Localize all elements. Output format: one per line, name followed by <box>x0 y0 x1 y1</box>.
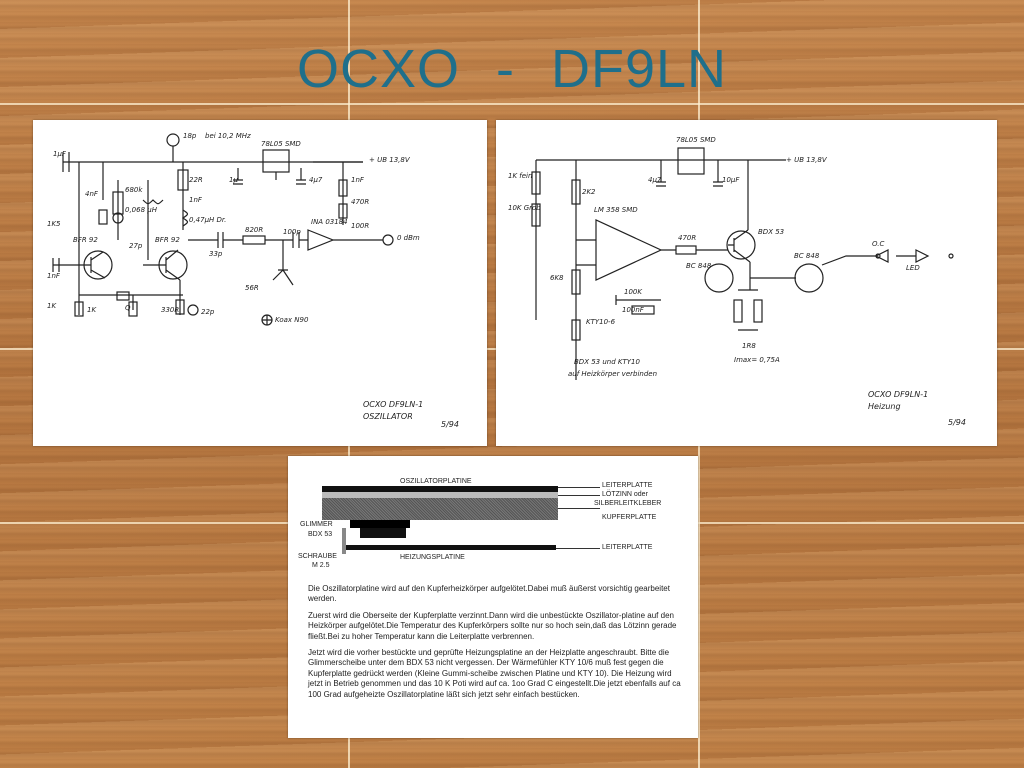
wood-seam <box>0 103 1024 105</box>
label-screw: SCHRAUBE <box>298 553 337 560</box>
solder-layer <box>322 492 558 498</box>
label-r1: 2K2 <box>582 188 596 196</box>
label-r5: 1R8 <box>742 342 756 350</box>
assembly-document: OSZILLATORPLATINE LEITERPLATTE LÖTZINN o… <box>288 456 698 738</box>
label-c5: 1µF <box>53 150 66 158</box>
oscillator-footer-sub: OSZILLATOR <box>363 412 413 421</box>
label-q2: BFR 92 <box>155 236 180 244</box>
bdx53-transistor <box>360 528 406 538</box>
heater-date: 5/94 <box>948 418 966 427</box>
label-r3: 680k <box>125 186 143 194</box>
label-r4: 100K <box>624 288 642 296</box>
label-trimmer: Koax N90 <box>275 316 309 324</box>
oscillator-schematic: 18p bei 10,2 MHz 78L05 SMD + UB 13,8V 1µ… <box>33 120 487 446</box>
label-c3: 100nF <box>622 306 644 314</box>
heater-board-layer <box>346 545 556 550</box>
label-c11: 1nF <box>47 272 60 280</box>
label-bdx53: BDX 53 <box>308 531 333 538</box>
label-r8: 1K5 <box>47 220 61 228</box>
oscillator-footer: OCXO DF9LN-1 <box>363 400 424 409</box>
title-ocxo: OCXO <box>296 39 460 99</box>
assembly-instructions: Die Oszillatorplatine wird auf den Kupfe… <box>308 584 688 706</box>
slide-title: OCXO-DF9LN <box>0 38 1024 100</box>
label-ic: INA 03184 <box>311 218 348 226</box>
label-c3: 1nF <box>351 176 364 184</box>
heater-footer-sub: Heizung <box>868 402 901 411</box>
label-r3: 470R <box>678 234 697 242</box>
screw <box>342 528 346 554</box>
label-imax: Imax= 0,75A <box>734 356 780 364</box>
label-note1: BDX 53 und KTY10 <box>574 358 640 366</box>
label-c2: 10µF <box>722 176 740 184</box>
copper-plate-layer <box>322 498 558 520</box>
label-q1: BFR 92 <box>73 236 98 244</box>
instruction-paragraph: Zuerst wird die Oberseite der Kupferplat… <box>308 610 677 641</box>
label-freq-note: bei 10,2 MHz <box>205 132 251 140</box>
label-q3: BC 848 <box>794 252 820 260</box>
label-p2: 10K Grob <box>508 204 541 212</box>
label-r6: 56R <box>245 284 259 292</box>
instruction-paragraph: Jetzt wird die vorher bestückte und gepr… <box>308 648 681 699</box>
label-note2: auf Heizkörper verbinden <box>568 370 658 378</box>
label-c7: 27p <box>129 242 143 250</box>
label-r4: 22R <box>189 176 203 184</box>
label-trim: 18p <box>183 132 197 140</box>
label-mica: GLIMMER <box>300 521 333 528</box>
leader-line <box>556 548 600 549</box>
label-r5: 820R <box>245 226 264 234</box>
label-r10: 330R <box>161 306 180 314</box>
label-q1: BDX 53 <box>758 228 785 236</box>
label-solder: LÖTZINN oder <box>602 491 648 498</box>
label-oc: O.C <box>872 240 885 248</box>
label-regulator: 78L05 SMD <box>261 140 301 148</box>
label-c9: 22p <box>201 308 215 316</box>
label-c2: 4µ7 <box>309 176 323 184</box>
label-heat-board: HEIZUNGSPLATINE <box>400 554 465 561</box>
label-l1: 0,068 µH <box>125 206 157 214</box>
label-r7: 1K <box>87 306 97 314</box>
label-r1: 470R <box>351 198 370 206</box>
label-xtal: Q <box>125 304 131 312</box>
label-q2: BC 848 <box>686 262 712 270</box>
label-screw-size: M 2.5 <box>312 562 330 569</box>
label-c6: 100p <box>283 228 301 236</box>
label-copper: KUPFERPLATTE <box>602 514 657 521</box>
label-c8: 33p <box>209 250 223 258</box>
label-c4: 1nF <box>189 196 202 204</box>
assembly-diagram: OSZILLATORPLATINE LEITERPLATTE LÖTZINN o… <box>288 456 698 576</box>
oscillator-date: 5/94 <box>441 420 459 429</box>
label-supply: + UB 13,8V <box>369 156 410 164</box>
heater-footer: OCXO DF9LN-1 <box>868 390 929 399</box>
label-c1: 4µ7 <box>648 176 662 184</box>
title-separator: - <box>496 39 515 99</box>
leader-line <box>558 487 600 488</box>
label-r2: 100R <box>351 222 370 230</box>
label-c10: 4nF <box>85 190 98 198</box>
label-r9: 1K <box>47 302 57 310</box>
label-silver: SILBERLEITKLEBER <box>594 500 662 507</box>
label-r2: 6K8 <box>550 274 564 282</box>
title-callsign: DF9LN <box>550 39 728 99</box>
mica-washer <box>350 520 410 528</box>
label-ic: LM 358 SMD <box>594 206 638 214</box>
instruction-paragraph: Die Oszillatorplatine wird auf den Kupfe… <box>308 584 670 604</box>
heater-schematic: 78L05 SMD + UB 13,8V 4µ7 10µF 1K fein 10… <box>496 120 997 446</box>
label-pcb-top: LEITERPLATTE <box>602 482 653 489</box>
leader-line <box>558 508 600 509</box>
label-led: LED <box>906 264 920 272</box>
label-l2: 0,47µH Dr. <box>189 216 227 224</box>
label-supply: + UB 13,8V <box>786 156 827 164</box>
label-sensor: KTY10-6 <box>586 318 616 326</box>
label-regulator: 78L05 SMD <box>676 136 716 144</box>
oscillator-board-layer <box>322 486 558 492</box>
label-output: 0 dBm <box>397 234 420 242</box>
label-c1: 1µ <box>229 176 238 184</box>
label-pcb-bottom: LEITERPLATTE <box>602 544 653 551</box>
label-p1: 1K fein <box>508 172 533 180</box>
label-osc-board: OSZILLATORPLATINE <box>400 478 472 485</box>
leader-line <box>558 495 600 496</box>
